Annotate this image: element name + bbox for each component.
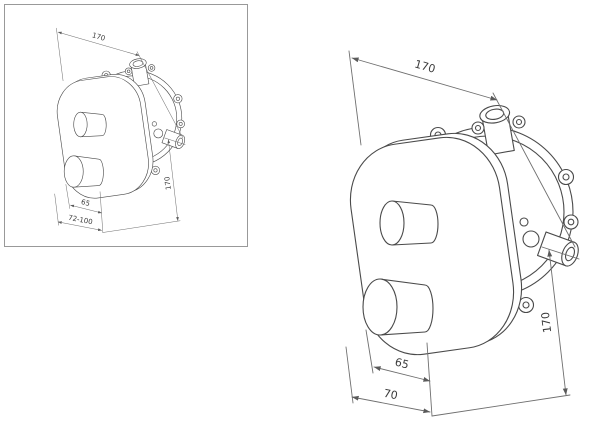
dim-label-main-bottom: 70 — [383, 387, 399, 402]
dim-label-main-top: 170 — [413, 57, 437, 75]
dim-label-inset-side: 170 — [163, 176, 173, 190]
dim-label-main-knob: 65 — [393, 356, 410, 372]
dim-label-inset-knob: 65 — [80, 198, 91, 208]
faucet-view-main — [343, 51, 581, 416]
inset-view-frame — [4, 4, 248, 247]
dim-label-main-side: 170 — [539, 311, 554, 333]
faucet-view-inset — [53, 28, 186, 232]
dim-label-inset-top: 170 — [91, 31, 106, 42]
